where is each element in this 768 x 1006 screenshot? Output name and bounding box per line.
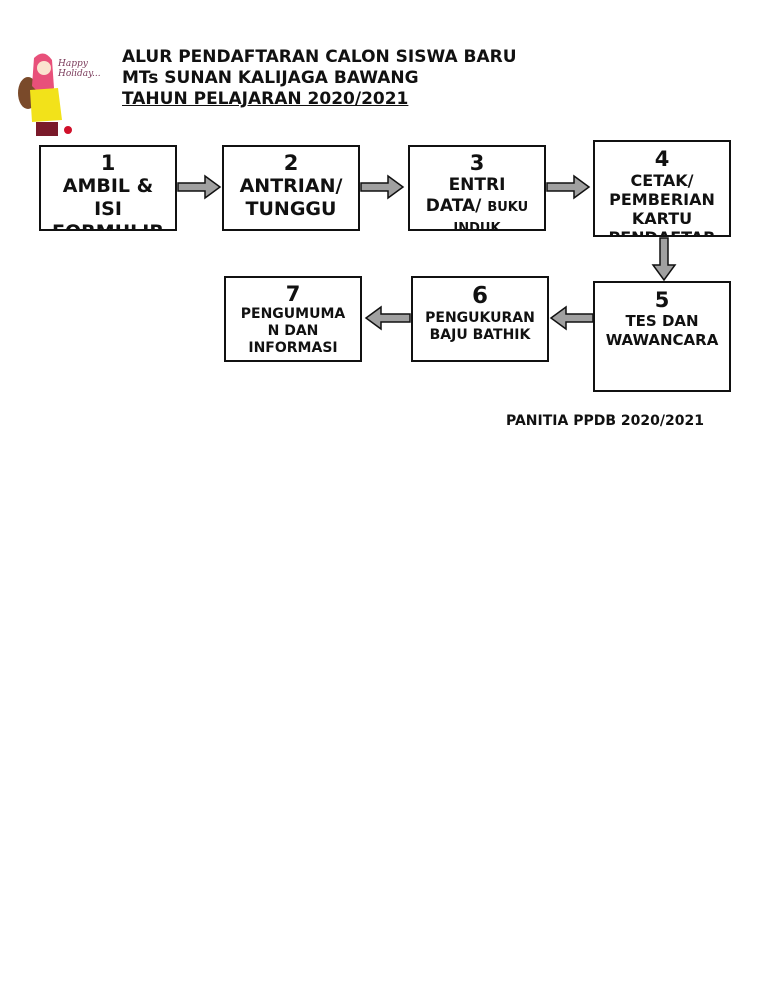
arrow-right-icon (177, 174, 222, 200)
step-number: 7 (285, 282, 301, 306)
step-text: ANTRIAN/ (239, 175, 343, 197)
step-text: BAJU BATHIK (429, 327, 531, 343)
step-3-box: 3 ENTRI DATA/ BUKU INDUK (408, 145, 546, 231)
svg-text:Holiday...: Holiday... (57, 69, 101, 79)
arrow-left-icon (549, 305, 594, 331)
step-7-box: 7 PENGUMUMA N DAN INFORMASI (224, 276, 362, 362)
step-text: FORMULIR (41, 221, 175, 229)
page-title: ALUR PENDAFTARAN CALON SISWA BARU MTs SU… (122, 47, 517, 110)
step-text: DATA/ (425, 196, 482, 216)
arrow-left-icon (364, 305, 411, 331)
step-text: PENDAFTAR (595, 228, 729, 235)
title-line-2: MTs SUNAN KALIJAGA BAWANG (122, 68, 419, 88)
step-text: PENGUKURAN (425, 310, 535, 326)
step-5-box: 5 TES DAN WAWANCARA (593, 281, 731, 392)
step-text: INFORMASI (248, 340, 338, 356)
footer-signature: PANITIA PPDB 2020/2021 (506, 413, 704, 429)
step-text: ENTRI (448, 175, 506, 195)
step-number: 2 (283, 151, 299, 175)
step-number: 5 (654, 288, 670, 312)
step-text: N DAN (267, 323, 319, 339)
step-number: 4 (654, 147, 670, 171)
holiday-logo-image: Happy Holiday... (14, 48, 102, 138)
arrow-right-icon (546, 174, 591, 200)
step-text: TES DAN (625, 312, 699, 330)
step-number: 1 (100, 151, 116, 175)
step-text: PEMBERIAN (609, 190, 715, 209)
step-text: TUNGGU (245, 198, 337, 220)
step-text: KARTU (631, 209, 693, 228)
step-text: ISI (94, 198, 122, 220)
title-line-1: ALUR PENDAFTARAN CALON SISWA BARU (122, 47, 517, 67)
step-text: CETAK/ (630, 171, 694, 190)
arrow-right-icon (360, 174, 405, 200)
title-line-3: TAHUN PELAJARAN 2020/2021 (122, 89, 409, 109)
step-text: BUKU (487, 200, 529, 215)
step-4-box: 4 CETAK/ PEMBERIAN KARTU PENDAFTAR (593, 140, 731, 237)
step-number: 3 (469, 151, 485, 175)
step-2-box: 2 ANTRIAN/ TUNGGU (222, 145, 360, 231)
step-number: 6 (471, 283, 488, 309)
step-text: AMBIL & (62, 175, 154, 197)
step-1-box: 1 AMBIL & ISI FORMULIR (39, 145, 177, 231)
step-text: PENGUMUMA (240, 306, 346, 322)
step-text: INDUK (453, 221, 501, 231)
step-6-box: 6 PENGUKURAN BAJU BATHIK (411, 276, 549, 362)
arrow-down-icon (651, 237, 677, 282)
svg-text:Happy: Happy (57, 59, 89, 69)
step-text: WAWANCARA (605, 331, 719, 349)
